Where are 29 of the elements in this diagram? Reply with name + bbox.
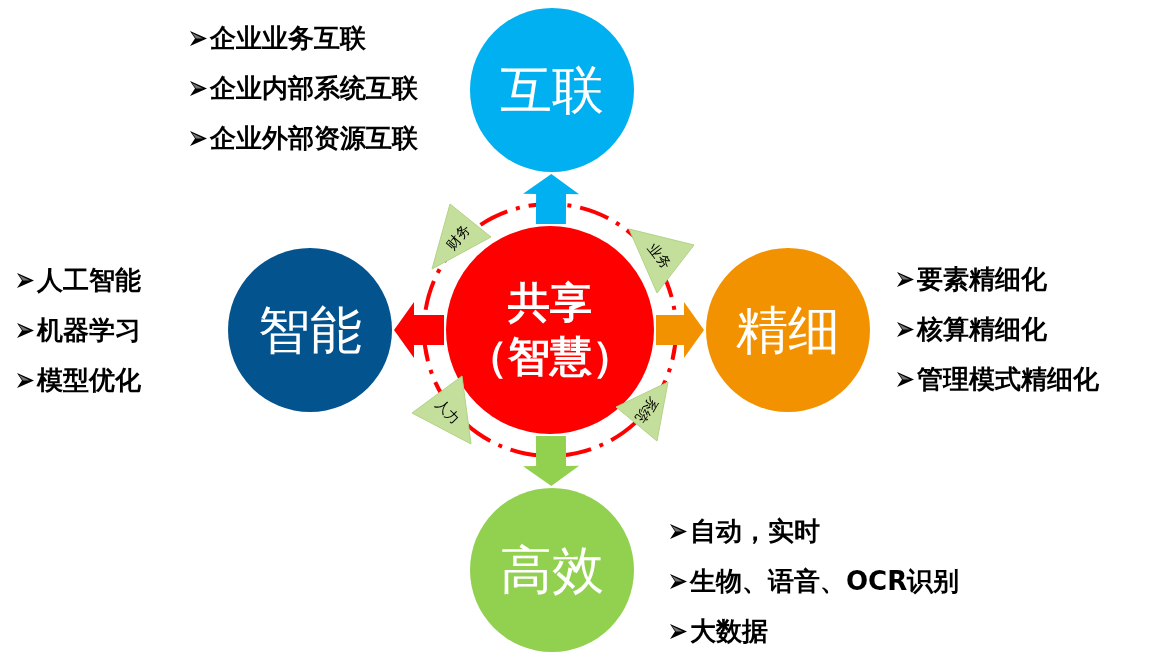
triangle-tag <box>412 376 471 444</box>
node-label: 精细 <box>736 302 840 358</box>
bullet-text: 机器学习 <box>37 317 141 343</box>
tag-label: 业务 <box>645 240 675 271</box>
tag-label: 人力 <box>433 396 464 426</box>
bullet-text: 自动，实时 <box>690 518 820 544</box>
bullet-text: 企业业务互联 <box>210 25 366 51</box>
block-arrow <box>656 302 704 358</box>
bullet-text: 大数据 <box>690 618 768 644</box>
bullet-text: 核算精细化 <box>917 316 1047 342</box>
triangle-tag <box>616 382 668 441</box>
bullet-text: 生物、语音、OCR识别 <box>690 568 960 594</box>
hub-label: （智慧） <box>466 335 634 380</box>
block-arrow <box>394 302 444 358</box>
bullet-text: 要素精细化 <box>917 266 1047 292</box>
bullet-text: 人工智能 <box>37 267 141 293</box>
bullet-text: 企业内部系统互联 <box>210 75 418 101</box>
triangle-tag <box>629 229 694 293</box>
node-label: 高效 <box>500 542 604 598</box>
hub-label: 共享 <box>508 280 592 325</box>
tag-label: 财务 <box>443 221 472 252</box>
bullet-text: 模型优化 <box>37 367 141 393</box>
bullet-text: 管理模式精细化 <box>917 366 1099 392</box>
block-arrow <box>523 435 580 486</box>
node-label: 互联 <box>500 62 604 118</box>
bullet-text: 企业外部资源互联 <box>210 125 418 151</box>
tag-label: 系统 <box>633 394 661 426</box>
block-arrow <box>523 174 580 225</box>
node-label: 智能 <box>258 302 362 358</box>
